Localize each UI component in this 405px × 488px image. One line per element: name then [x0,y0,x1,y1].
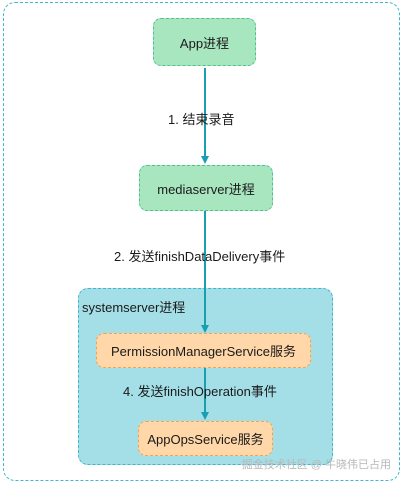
watermark: 掘金技术社区 @ 牛晓伟已占用 [241,459,391,471]
systemserver-group-label: systemserver进程 [82,300,186,315]
mediaserver-process-node: mediaserver进程 [139,165,273,211]
outer-frame [3,2,400,481]
permission-manager-service-node: PermissionManagerService服务 [96,333,311,368]
app-process-node: App进程 [153,18,256,66]
edge-label-finish-data-delivery: 2. 发送finishDataDelivery事件 [114,249,286,264]
edge-label-finish-operation: 4. 发送finishOperation事件 [123,384,277,399]
appops-service-node: AppOpsService服务 [138,421,273,456]
edge-label-stop-recording: 1. 结束录音 [168,112,235,127]
